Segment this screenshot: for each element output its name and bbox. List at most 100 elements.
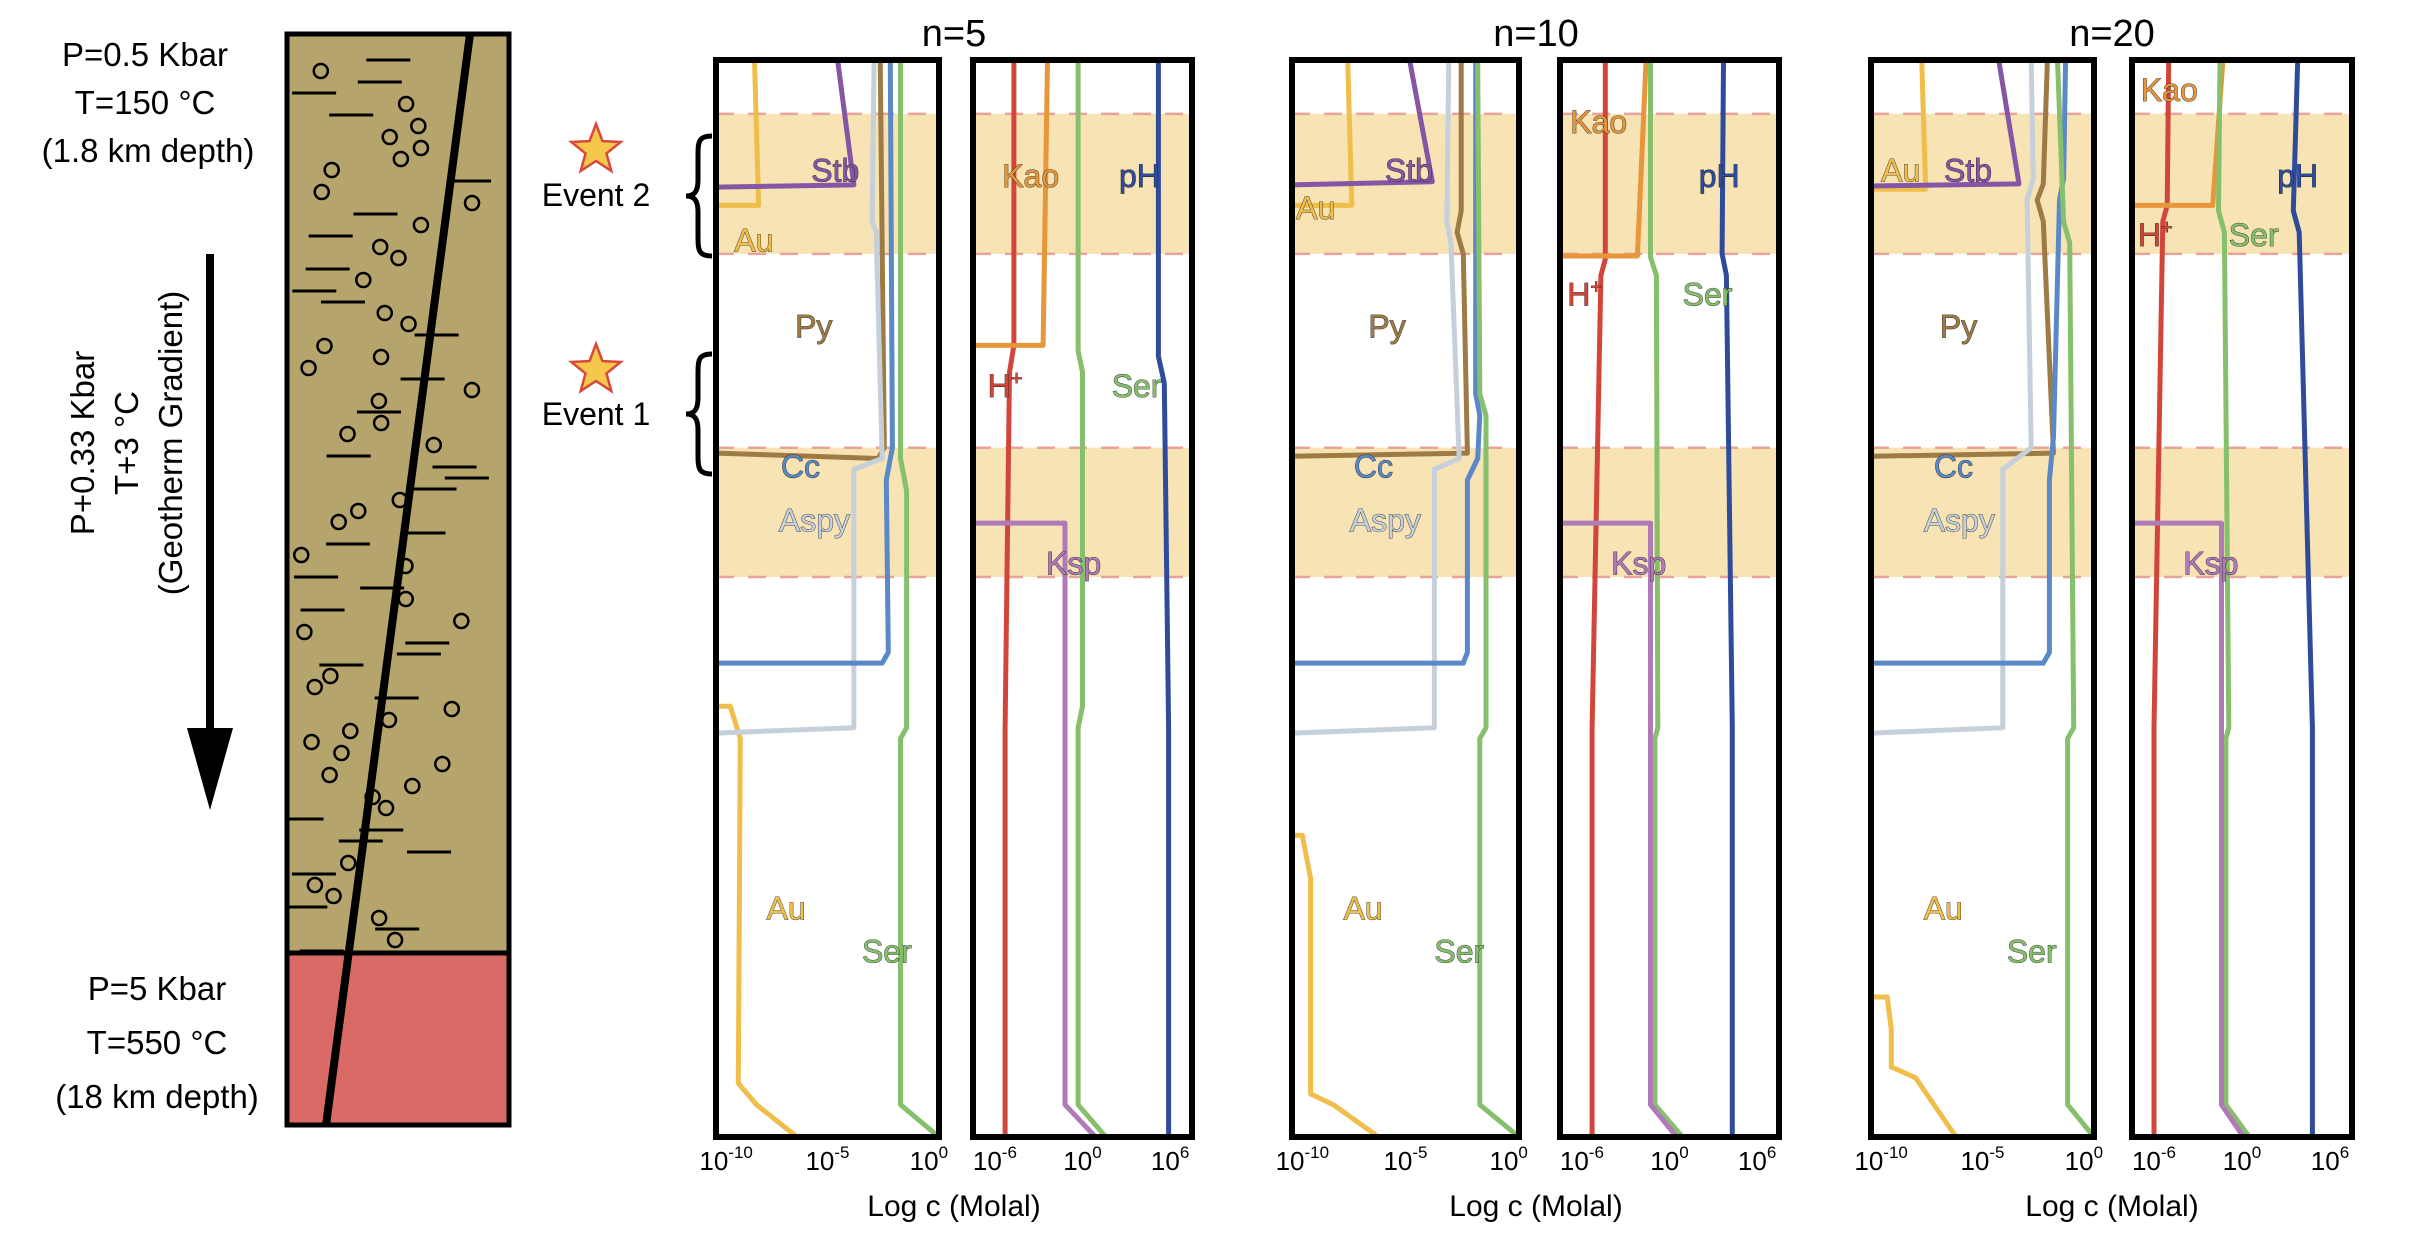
- series-label: H+: [1567, 276, 1602, 312]
- fault-line: [322, 33, 474, 1126]
- series-ser: [1075, 60, 1108, 1139]
- series-label: Py: [795, 309, 832, 345]
- series-label: H+: [2138, 217, 2173, 253]
- series-stb: [1291, 59, 1435, 188]
- series-kao: [1560, 59, 1649, 259]
- pebble: [312, 62, 330, 80]
- panel-frame: [970, 57, 1195, 1140]
- gradient-temperature: T+3 °C: [108, 391, 145, 495]
- tick-label: 10-6: [2132, 1143, 2176, 1176]
- series-cc: [716, 59, 895, 666]
- geotherm-gradient: P+0.33 Kbar T+3 °C (Geotherm Gradient): [64, 254, 233, 810]
- tick-label: 10-5: [805, 1143, 849, 1176]
- series-label: Ksp: [1611, 546, 1666, 582]
- surface-pressure: P=0.5 Kbar: [62, 36, 228, 73]
- series-au: [716, 703, 799, 1139]
- gradient-pressure: P+0.33 Kbar: [64, 351, 101, 535]
- tick-label: 10-10: [699, 1143, 753, 1176]
- series-label: Kao: [1570, 104, 1627, 140]
- pebble: [392, 150, 410, 168]
- series-label: Stb: [1944, 153, 1992, 189]
- pebble: [412, 216, 430, 234]
- pebble: [372, 348, 390, 366]
- series-aspy: [715, 59, 885, 736]
- series-label: Ksp: [1046, 546, 1101, 582]
- gradient-note: (Geotherm Gradient): [152, 291, 189, 595]
- pebble: [425, 436, 442, 454]
- series-ser: [898, 60, 941, 1139]
- chart-n10: n=10 Log c (Molal) StbAuPyCcAspyAuSer10-…: [1276, 13, 1782, 1223]
- pebble: [404, 777, 421, 795]
- pebble: [463, 381, 481, 399]
- pebble: [453, 612, 470, 630]
- pebble: [321, 766, 338, 784]
- series-hplus: [1002, 60, 1017, 1137]
- series-aspy: [1291, 59, 1462, 736]
- star-icon: [567, 120, 625, 174]
- brace-icon: [685, 351, 713, 477]
- tick-label: 10-6: [973, 1143, 1017, 1176]
- series-hplus: [1589, 60, 1608, 1137]
- event-band: [1871, 447, 2094, 577]
- pebble: [293, 546, 310, 564]
- series-ksp: [2132, 520, 2246, 1139]
- series-ksp: [1560, 520, 1679, 1139]
- pebble: [303, 733, 320, 751]
- event-band: [1560, 113, 1779, 254]
- column-border: [284, 31, 512, 1128]
- basement-layer: [287, 953, 509, 1125]
- deep-depth: (18 km depth): [55, 1078, 259, 1115]
- tick-label: 100: [2223, 1143, 2261, 1176]
- series-label: Stb: [1385, 153, 1433, 189]
- pebble: [313, 183, 330, 201]
- deep-temperature: T=550 °C: [87, 1024, 228, 1061]
- tick-label: 10-10: [1276, 1143, 1330, 1176]
- series-label: Ser: [862, 933, 912, 969]
- series-label: Au: [1296, 190, 1335, 226]
- event-band: [2132, 447, 2352, 577]
- series-ph: [2290, 59, 2315, 1137]
- chart-title: n=10: [1493, 13, 1579, 55]
- pebble: [372, 414, 390, 432]
- chart-title: n=20: [2069, 13, 2155, 55]
- pebble: [463, 194, 481, 212]
- series-label: Cc: [1354, 449, 1393, 485]
- series-label: Ser: [2007, 933, 2057, 969]
- series-ser: [1475, 59, 1521, 1139]
- series-au: [1292, 832, 1381, 1140]
- chart-title: n=5: [922, 13, 986, 55]
- tick-label: 10-6: [1560, 1143, 1604, 1176]
- tick-label: 100: [910, 1143, 948, 1176]
- pebble: [330, 513, 347, 531]
- series-au: [716, 59, 762, 208]
- event-band: [1292, 447, 1519, 577]
- series-aspy: [1870, 59, 2036, 736]
- surface-temperature: T=150 °C: [75, 84, 216, 121]
- brace-icon: [685, 133, 713, 259]
- series-label: Aspy: [1924, 503, 1995, 539]
- pebble: [371, 238, 389, 256]
- event-1-label: Event 1: [542, 396, 651, 432]
- series-label: Au: [1924, 890, 1963, 926]
- series-hplus: [2151, 59, 2172, 1137]
- event-2-label: Event 2: [542, 177, 651, 213]
- series-label: pH: [1699, 158, 1740, 194]
- pebble: [325, 887, 342, 905]
- series-label: Ser: [1434, 933, 1484, 969]
- series-label: H+: [988, 368, 1023, 404]
- series-label: Ser: [2229, 217, 2279, 253]
- panel-frame: [2129, 57, 2355, 1140]
- pebble: [322, 667, 339, 685]
- pebble: [316, 337, 333, 355]
- series-au: [1871, 994, 1959, 1139]
- series-label: Aspy: [1350, 503, 1421, 539]
- pebble: [400, 315, 417, 333]
- series-label: pH: [1119, 158, 1160, 194]
- chart-n5: n=5 Log c (Molal) StbAuPyCcAspyAuSer10-1…: [699, 13, 1195, 1223]
